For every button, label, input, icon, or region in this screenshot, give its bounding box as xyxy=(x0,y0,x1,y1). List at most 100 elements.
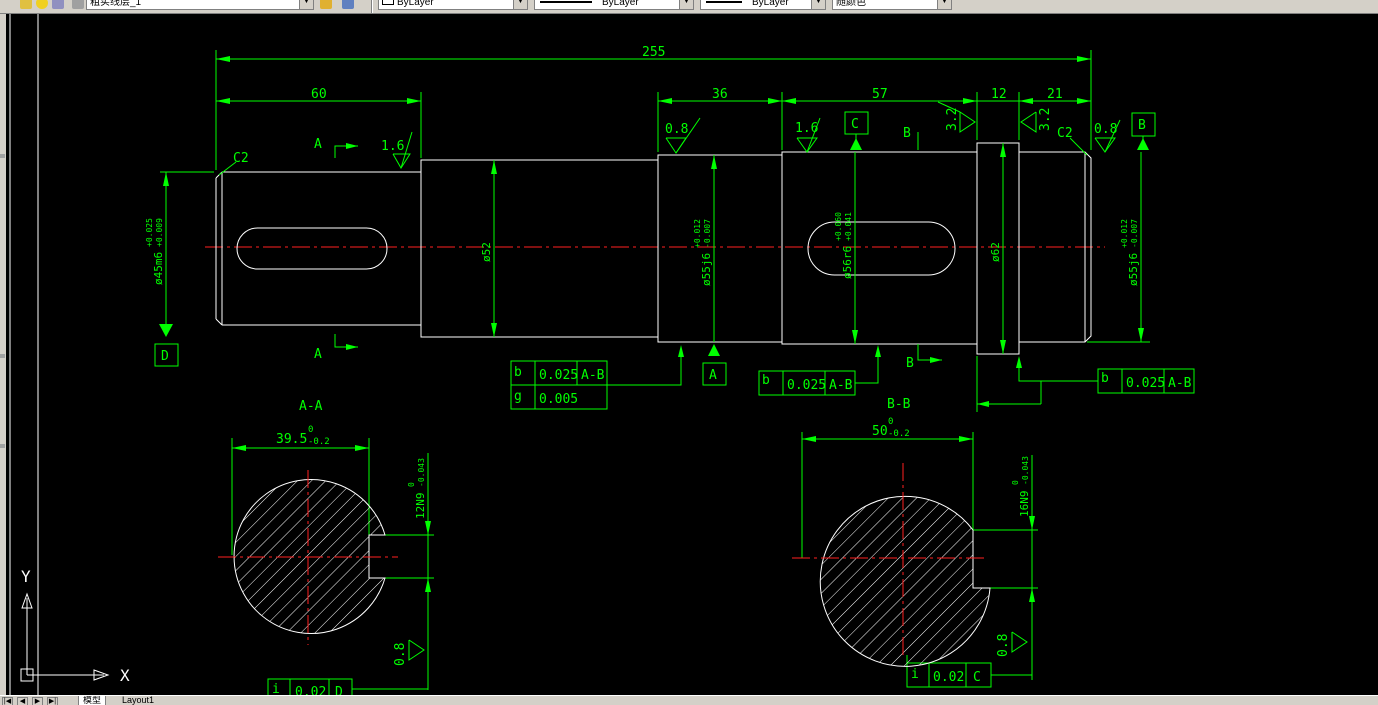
fcf-datum: A-B xyxy=(829,378,853,393)
lineweight-dropdown[interactable]: ByLayer ▼ xyxy=(700,0,826,10)
dia-55-left: ø55j6 xyxy=(700,253,713,286)
roughness-value: 0.8 xyxy=(996,634,1011,657)
ucs-y-label: Y xyxy=(21,567,31,586)
datum-c-label: C xyxy=(851,117,859,132)
make-current-icon[interactable] xyxy=(320,0,332,9)
layer-state-icon[interactable] xyxy=(20,0,32,9)
dia-45-tol-up: +0.025 xyxy=(145,218,154,247)
dia-56-tol-lo: +0.041 xyxy=(844,212,853,241)
cut-label-a-bottom: A xyxy=(314,347,322,362)
fcf-datum: A-B xyxy=(581,368,605,383)
dia-56-tol-up: +0.060 xyxy=(834,212,843,241)
last-tab-button[interactable]: ▶| xyxy=(47,697,58,705)
color-value: ByLayer xyxy=(397,0,434,8)
cut-label-b-top: B xyxy=(903,126,911,141)
fcf-value: 0.02 xyxy=(933,670,964,685)
chamfer-left: C2 xyxy=(233,151,249,166)
dia-55-right-tol-up: +0.012 xyxy=(1120,219,1129,248)
bb-width: 50 xyxy=(872,424,888,439)
dim-21: 21 xyxy=(1047,87,1063,102)
left-docking-strip xyxy=(0,14,6,695)
color-dropdown[interactable]: ByLayer ▼ xyxy=(378,0,528,10)
roughness-value: 0.8 xyxy=(393,643,408,666)
roughness-value: 3.2 xyxy=(945,108,960,131)
bb-key-width: 16N9 xyxy=(1018,491,1031,518)
layer-dropdown[interactable]: 粗实线层_1 ▼ xyxy=(86,0,314,10)
properties-toolbar: 粗实线层_1 ▼ ByLayer ▼ ByLayer ▼ ByLayer ▼ 随… xyxy=(0,0,1378,14)
layer-previous-icon[interactable] xyxy=(342,0,354,9)
chevron-down-icon[interactable]: ▼ xyxy=(513,0,527,9)
ucs-x-label: X xyxy=(120,666,130,685)
fcf-symbol: i xyxy=(272,682,280,695)
first-tab-button[interactable]: |◀ xyxy=(2,697,13,705)
dia-62: ø62 xyxy=(989,242,1002,262)
dia-55-right: ø55j6 xyxy=(1127,253,1140,286)
section-aa xyxy=(218,470,398,645)
fcf-datum: A-B xyxy=(1168,376,1192,391)
tab-layout1[interactable]: Layout1 xyxy=(122,695,155,705)
arrowheads xyxy=(159,56,1149,602)
aa-key-width: 12N9 xyxy=(414,493,427,520)
datum-d-label: D xyxy=(161,349,169,364)
bb-key-tol-lo: -0.043 xyxy=(1021,456,1030,485)
datum-b-label: B xyxy=(1138,118,1146,133)
chevron-down-icon[interactable]: ▼ xyxy=(937,0,951,9)
shaft-outline xyxy=(215,142,1092,355)
chevron-down-icon[interactable]: ▼ xyxy=(679,0,693,9)
datum-a-label: A xyxy=(709,368,717,383)
dia-55-left-tol-up: +0.012 xyxy=(693,219,702,248)
layer-name: 粗实线层_1 xyxy=(90,0,142,8)
plotstyle-value: 随颜色 xyxy=(836,0,866,8)
ucs-icon xyxy=(20,592,110,682)
dim-overall: 255 xyxy=(642,45,665,60)
color-square-icon[interactable] xyxy=(72,0,84,9)
aa-width: 39.5 xyxy=(276,432,307,447)
layout-tab-bar: |◀ ◀ ▶ ▶| 模型 Layout1 xyxy=(0,695,1378,705)
linetype-value: ByLayer xyxy=(602,0,639,8)
fcf-value: 0.02 xyxy=(295,685,326,695)
fcf-symbol: i xyxy=(911,667,919,682)
section-title-aa: A-A xyxy=(299,399,323,414)
lock-icon[interactable] xyxy=(52,0,64,9)
roughness-value: 1.6 xyxy=(381,139,404,154)
chevron-down-icon[interactable]: ▼ xyxy=(299,0,313,9)
fcf-value: 0.005 xyxy=(539,392,578,407)
dim-57: 57 xyxy=(872,87,888,102)
dia-56: ø56r6 xyxy=(841,246,854,279)
fcf-symbol: b xyxy=(514,365,522,380)
dimension-lines xyxy=(154,50,1195,695)
bb-width-tol-lo: -0.2 xyxy=(888,429,910,439)
drawing-canvas[interactable]: Y X 255 60 36 57 12 21 C2 C2 1.6 0.8 1.6… xyxy=(6,14,1378,695)
dia-45: ø45m6 xyxy=(152,252,165,285)
cut-label-b-bottom: B xyxy=(906,356,914,371)
fcf-datum: C xyxy=(973,670,981,685)
dia-55-right-tol-lo: -0.007 xyxy=(1130,219,1139,248)
cut-label-a-top: A xyxy=(314,137,322,152)
plotstyle-dropdown[interactable]: 随颜色 ▼ xyxy=(832,0,952,10)
sun-icon[interactable] xyxy=(36,0,48,9)
next-tab-button[interactable]: ▶ xyxy=(32,697,43,705)
fcf-datum: D xyxy=(335,685,343,695)
roughness-value: 3.2 xyxy=(1038,108,1053,131)
aa-width-tol-lo: -0.2 xyxy=(308,437,330,447)
fcf-value: 0.025 xyxy=(1126,376,1165,391)
aa-key-tol-lo: -0.043 xyxy=(417,458,426,487)
dim-60: 60 xyxy=(311,87,327,102)
linetype-dropdown[interactable]: ByLayer ▼ xyxy=(534,0,694,10)
dia-52: ø52 xyxy=(480,242,493,262)
fcf-symbol: b xyxy=(762,373,770,388)
section-bb xyxy=(792,463,991,667)
fcf-value: 0.025 xyxy=(787,378,826,393)
roughness-value: 1.6 xyxy=(795,121,818,136)
bb-width-tol-up: 0 xyxy=(888,417,893,427)
prev-tab-button[interactable]: ◀ xyxy=(17,697,28,705)
fcf-symbol: b xyxy=(1101,371,1109,386)
tab-model[interactable]: 模型 xyxy=(78,696,107,705)
fcf-value: 0.025 xyxy=(539,368,578,383)
fcf-symbol: g xyxy=(514,389,522,404)
roughness-value: 0.8 xyxy=(665,122,688,137)
chevron-down-icon[interactable]: ▼ xyxy=(811,0,825,9)
dim-36: 36 xyxy=(712,87,728,102)
dia-45-tol-lo: +0.009 xyxy=(155,218,164,247)
dia-55-left-tol-lo: -0.007 xyxy=(703,219,712,248)
